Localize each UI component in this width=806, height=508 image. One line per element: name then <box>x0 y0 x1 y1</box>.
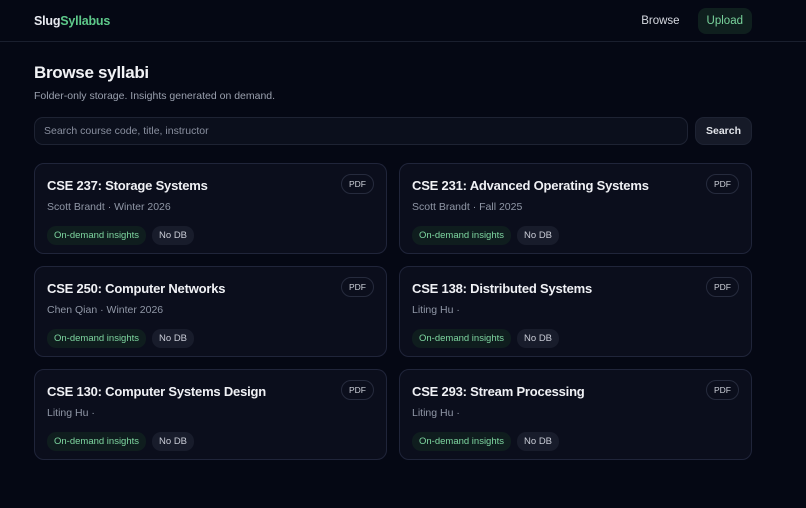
badge-row: On-demand insights No DB <box>47 432 374 451</box>
course-card[interactable]: CSE 250: Computer Networks Chen Qian · W… <box>34 266 387 357</box>
badge-row: On-demand insights No DB <box>412 329 739 348</box>
course-card[interactable]: CSE 130: Computer Systems Design Liting … <box>34 369 387 460</box>
no-db-badge: No DB <box>517 226 560 245</box>
insights-badge: On-demand insights <box>412 329 512 348</box>
top-nav-bar: SlugSyllabus Browse Upload <box>0 0 806 42</box>
badge-row: On-demand insights No DB <box>47 329 374 348</box>
pdf-badge: PDF <box>341 380 374 400</box>
brand-name-part1: Slug <box>34 13 61 28</box>
nav-links: Browse Upload <box>633 7 752 34</box>
no-db-badge: No DB <box>152 432 195 451</box>
brand-name-part2: Syllabus <box>60 13 111 28</box>
course-card[interactable]: CSE 293: Stream Processing Liting Hu · P… <box>399 369 752 460</box>
pdf-badge: PDF <box>341 174 374 194</box>
search-bar: Search <box>34 117 752 145</box>
course-title: CSE 231: Advanced Operating Systems <box>412 178 649 193</box>
insights-badge: On-demand insights <box>412 226 512 245</box>
no-db-badge: No DB <box>517 432 560 451</box>
nav-browse-link[interactable]: Browse <box>641 14 680 27</box>
page-title: Browse syllabi <box>34 63 149 82</box>
pdf-badge: PDF <box>706 380 739 400</box>
insights-badge: On-demand insights <box>412 432 512 451</box>
badge-row: On-demand insights No DB <box>412 432 739 451</box>
course-meta: Liting Hu · <box>47 407 95 419</box>
course-meta: Chen Qian · Winter 2026 <box>47 304 164 316</box>
search-input[interactable] <box>34 117 688 145</box>
course-grid: CSE 237: Storage Systems Scott Brandt · … <box>34 163 752 460</box>
course-card[interactable]: CSE 237: Storage Systems Scott Brandt · … <box>34 163 387 254</box>
insights-badge: On-demand insights <box>47 329 147 348</box>
course-title: CSE 293: Stream Processing <box>412 384 585 399</box>
insights-badge: On-demand insights <box>47 226 147 245</box>
pdf-badge: PDF <box>341 277 374 297</box>
search-button[interactable]: Search <box>695 117 752 145</box>
course-title: CSE 138: Distributed Systems <box>412 281 593 296</box>
course-meta: Liting Hu · <box>412 407 460 419</box>
course-meta: Scott Brandt · Fall 2025 <box>412 201 523 213</box>
course-title: CSE 250: Computer Networks <box>47 281 226 296</box>
brand-logo[interactable]: SlugSyllabus <box>34 14 110 28</box>
nav-upload-button[interactable]: Upload <box>697 7 752 34</box>
no-db-badge: No DB <box>152 329 195 348</box>
badge-row: On-demand insights No DB <box>412 226 739 245</box>
pdf-badge: PDF <box>706 174 739 194</box>
pdf-badge: PDF <box>706 277 739 297</box>
insights-badge: On-demand insights <box>47 432 147 451</box>
no-db-badge: No DB <box>152 226 195 245</box>
no-db-badge: No DB <box>517 329 560 348</box>
course-meta: Liting Hu · <box>412 304 460 316</box>
page-subtitle: Folder-only storage. Insights generated … <box>34 90 276 102</box>
course-title: CSE 237: Storage Systems <box>47 178 208 193</box>
badge-row: On-demand insights No DB <box>47 226 374 245</box>
course-card[interactable]: CSE 138: Distributed Systems Liting Hu ·… <box>399 266 752 357</box>
course-card[interactable]: CSE 231: Advanced Operating Systems Scot… <box>399 163 752 254</box>
main-content: Browse syllabi Folder-only storage. Insi… <box>0 42 806 460</box>
course-meta: Scott Brandt · Winter 2026 <box>47 201 171 213</box>
course-title: CSE 130: Computer Systems Design <box>47 384 267 399</box>
